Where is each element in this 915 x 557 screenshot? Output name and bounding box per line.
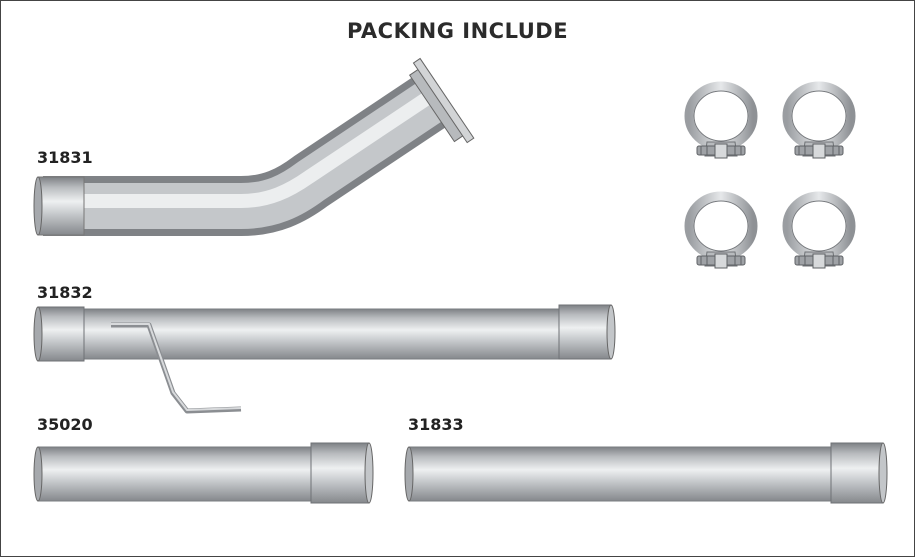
- band-clamp-icon: [689, 86, 753, 158]
- part-label-31832: 31832: [37, 283, 93, 302]
- pipe-35020: [33, 442, 374, 504]
- pipe-31833: [404, 442, 888, 504]
- band-clamp-icon: [689, 196, 753, 268]
- pipe-31832: [33, 304, 616, 414]
- part-label-31833: 31833: [408, 415, 464, 434]
- page-title: PACKING INCLUDE: [346, 19, 569, 43]
- band-clamp-icon: [787, 196, 851, 268]
- band-clamp-icon: [787, 86, 851, 158]
- pipe-31831: [33, 57, 475, 236]
- part-label-35020: 35020: [37, 415, 93, 434]
- part-label-31831: 31831: [37, 148, 93, 167]
